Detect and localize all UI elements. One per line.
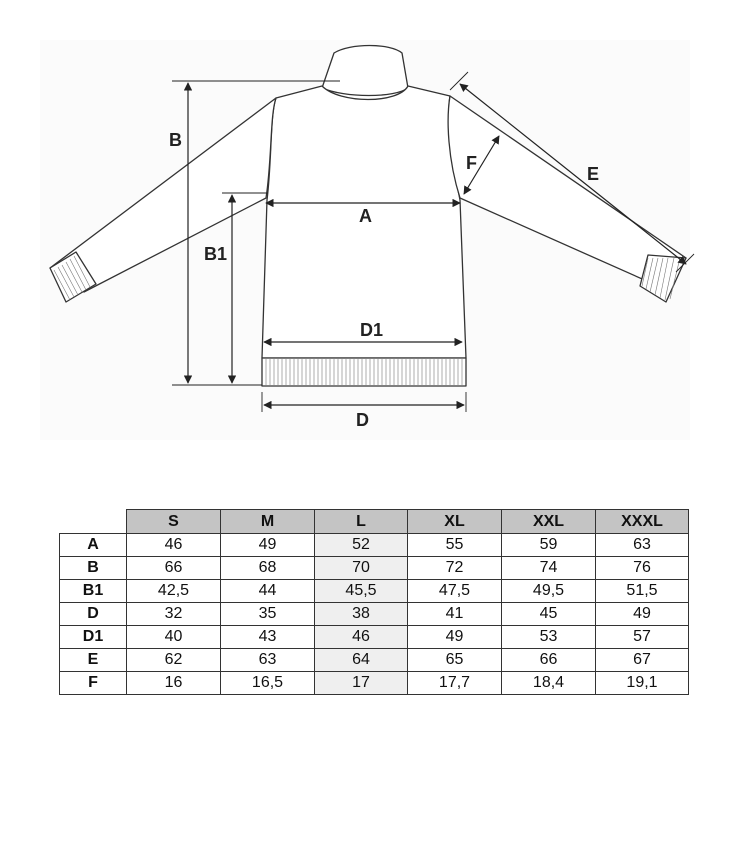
row-label: A	[59, 533, 127, 557]
table-cell: 64	[314, 648, 408, 672]
row-label: F	[59, 671, 127, 695]
table-cell: 67	[595, 648, 689, 672]
table-cell: 32	[126, 602, 221, 626]
table-cell: 72	[407, 556, 502, 580]
table-cell: 19,1	[595, 671, 689, 695]
table-row: B1 42,5 44 45,5 47,5 49,5 51,5	[59, 579, 689, 603]
table-cell: 51,5	[595, 579, 689, 603]
table-cell: 70	[314, 556, 408, 580]
table-cell: 53	[501, 625, 596, 649]
table-cell: 62	[126, 648, 221, 672]
label-b: B	[169, 130, 182, 150]
label-a: A	[359, 206, 372, 226]
rib-texture	[53, 255, 681, 385]
row-label: D	[59, 602, 127, 626]
table-row: A 46 49 52 55 59 63	[59, 533, 689, 557]
table-cell: 59	[501, 533, 596, 557]
table-cell: 41	[407, 602, 502, 626]
sweater-measurement-diagram: B B1 A D1 D E F	[49, 44, 695, 430]
table-cell: 65	[407, 648, 502, 672]
f-dimension-line	[463, 135, 500, 195]
table-cell: 46	[126, 533, 221, 557]
table-row: D 32 35 38 41 45 49	[59, 602, 689, 626]
table-cell: 74	[501, 556, 596, 580]
table-cell: 35	[220, 602, 315, 626]
table-cell: 66	[126, 556, 221, 580]
size-header: XXXL	[595, 509, 689, 534]
table-cell: 46	[314, 625, 408, 649]
table-cell: 49,5	[501, 579, 596, 603]
label-b1: B1	[204, 244, 227, 264]
size-header-row: S M L XL XXL XXXL	[59, 509, 689, 534]
table-cell: 18,4	[501, 671, 596, 695]
table-cell: 16,5	[220, 671, 315, 695]
size-chart-table: S M L XL XXL XXXL A 46 49 52 55 59 63 B …	[59, 509, 689, 695]
table-cell: 49	[407, 625, 502, 649]
table-cell: 52	[314, 533, 408, 557]
table-cell: 38	[314, 602, 408, 626]
label-e: E	[587, 164, 599, 184]
table-cell: 43	[220, 625, 315, 649]
e-dimension-line	[459, 83, 687, 265]
size-header: S	[126, 509, 221, 534]
table-row: E 62 63 64 65 66 67	[59, 648, 689, 672]
row-label: B	[59, 556, 127, 580]
table-cell: 49	[595, 602, 689, 626]
table-cell: 44	[220, 579, 315, 603]
size-header: M	[220, 509, 315, 534]
table-cell: 49	[220, 533, 315, 557]
row-label: D1	[59, 625, 127, 649]
table-row: B 66 68 70 72 74 76	[59, 556, 689, 580]
table-cell: 40	[126, 625, 221, 649]
table-cell: 63	[220, 648, 315, 672]
e-extension-top	[449, 71, 469, 91]
label-d: D	[356, 410, 369, 430]
table-cell: 17	[314, 671, 408, 695]
table-cell: 68	[220, 556, 315, 580]
table-cell: 55	[407, 533, 502, 557]
table-row: D1 40 43 46 49 53 57	[59, 625, 689, 649]
row-label: B1	[59, 579, 127, 603]
table-cell: 66	[501, 648, 596, 672]
row-label: E	[59, 648, 127, 672]
table-cell: 63	[595, 533, 689, 557]
left-sleeve	[49, 97, 277, 293]
hem-band	[261, 357, 467, 387]
table-cell: 17,7	[407, 671, 502, 695]
table-cell: 45	[501, 602, 596, 626]
table-cell: 47,5	[407, 579, 502, 603]
table-cell: 16	[126, 671, 221, 695]
table-row: F 16 16,5 17 17,7 18,4 19,1	[59, 671, 689, 695]
table-cell: 42,5	[126, 579, 221, 603]
table-cell: 45,5	[314, 579, 408, 603]
label-d1: D1	[360, 320, 383, 340]
table-corner	[59, 509, 127, 534]
size-header: XXL	[501, 509, 596, 534]
table-cell: 57	[595, 625, 689, 649]
size-header: L	[314, 509, 408, 534]
left-cuff	[49, 251, 97, 303]
size-header: XL	[407, 509, 502, 534]
table-cell: 76	[595, 556, 689, 580]
label-f: F	[466, 153, 477, 173]
